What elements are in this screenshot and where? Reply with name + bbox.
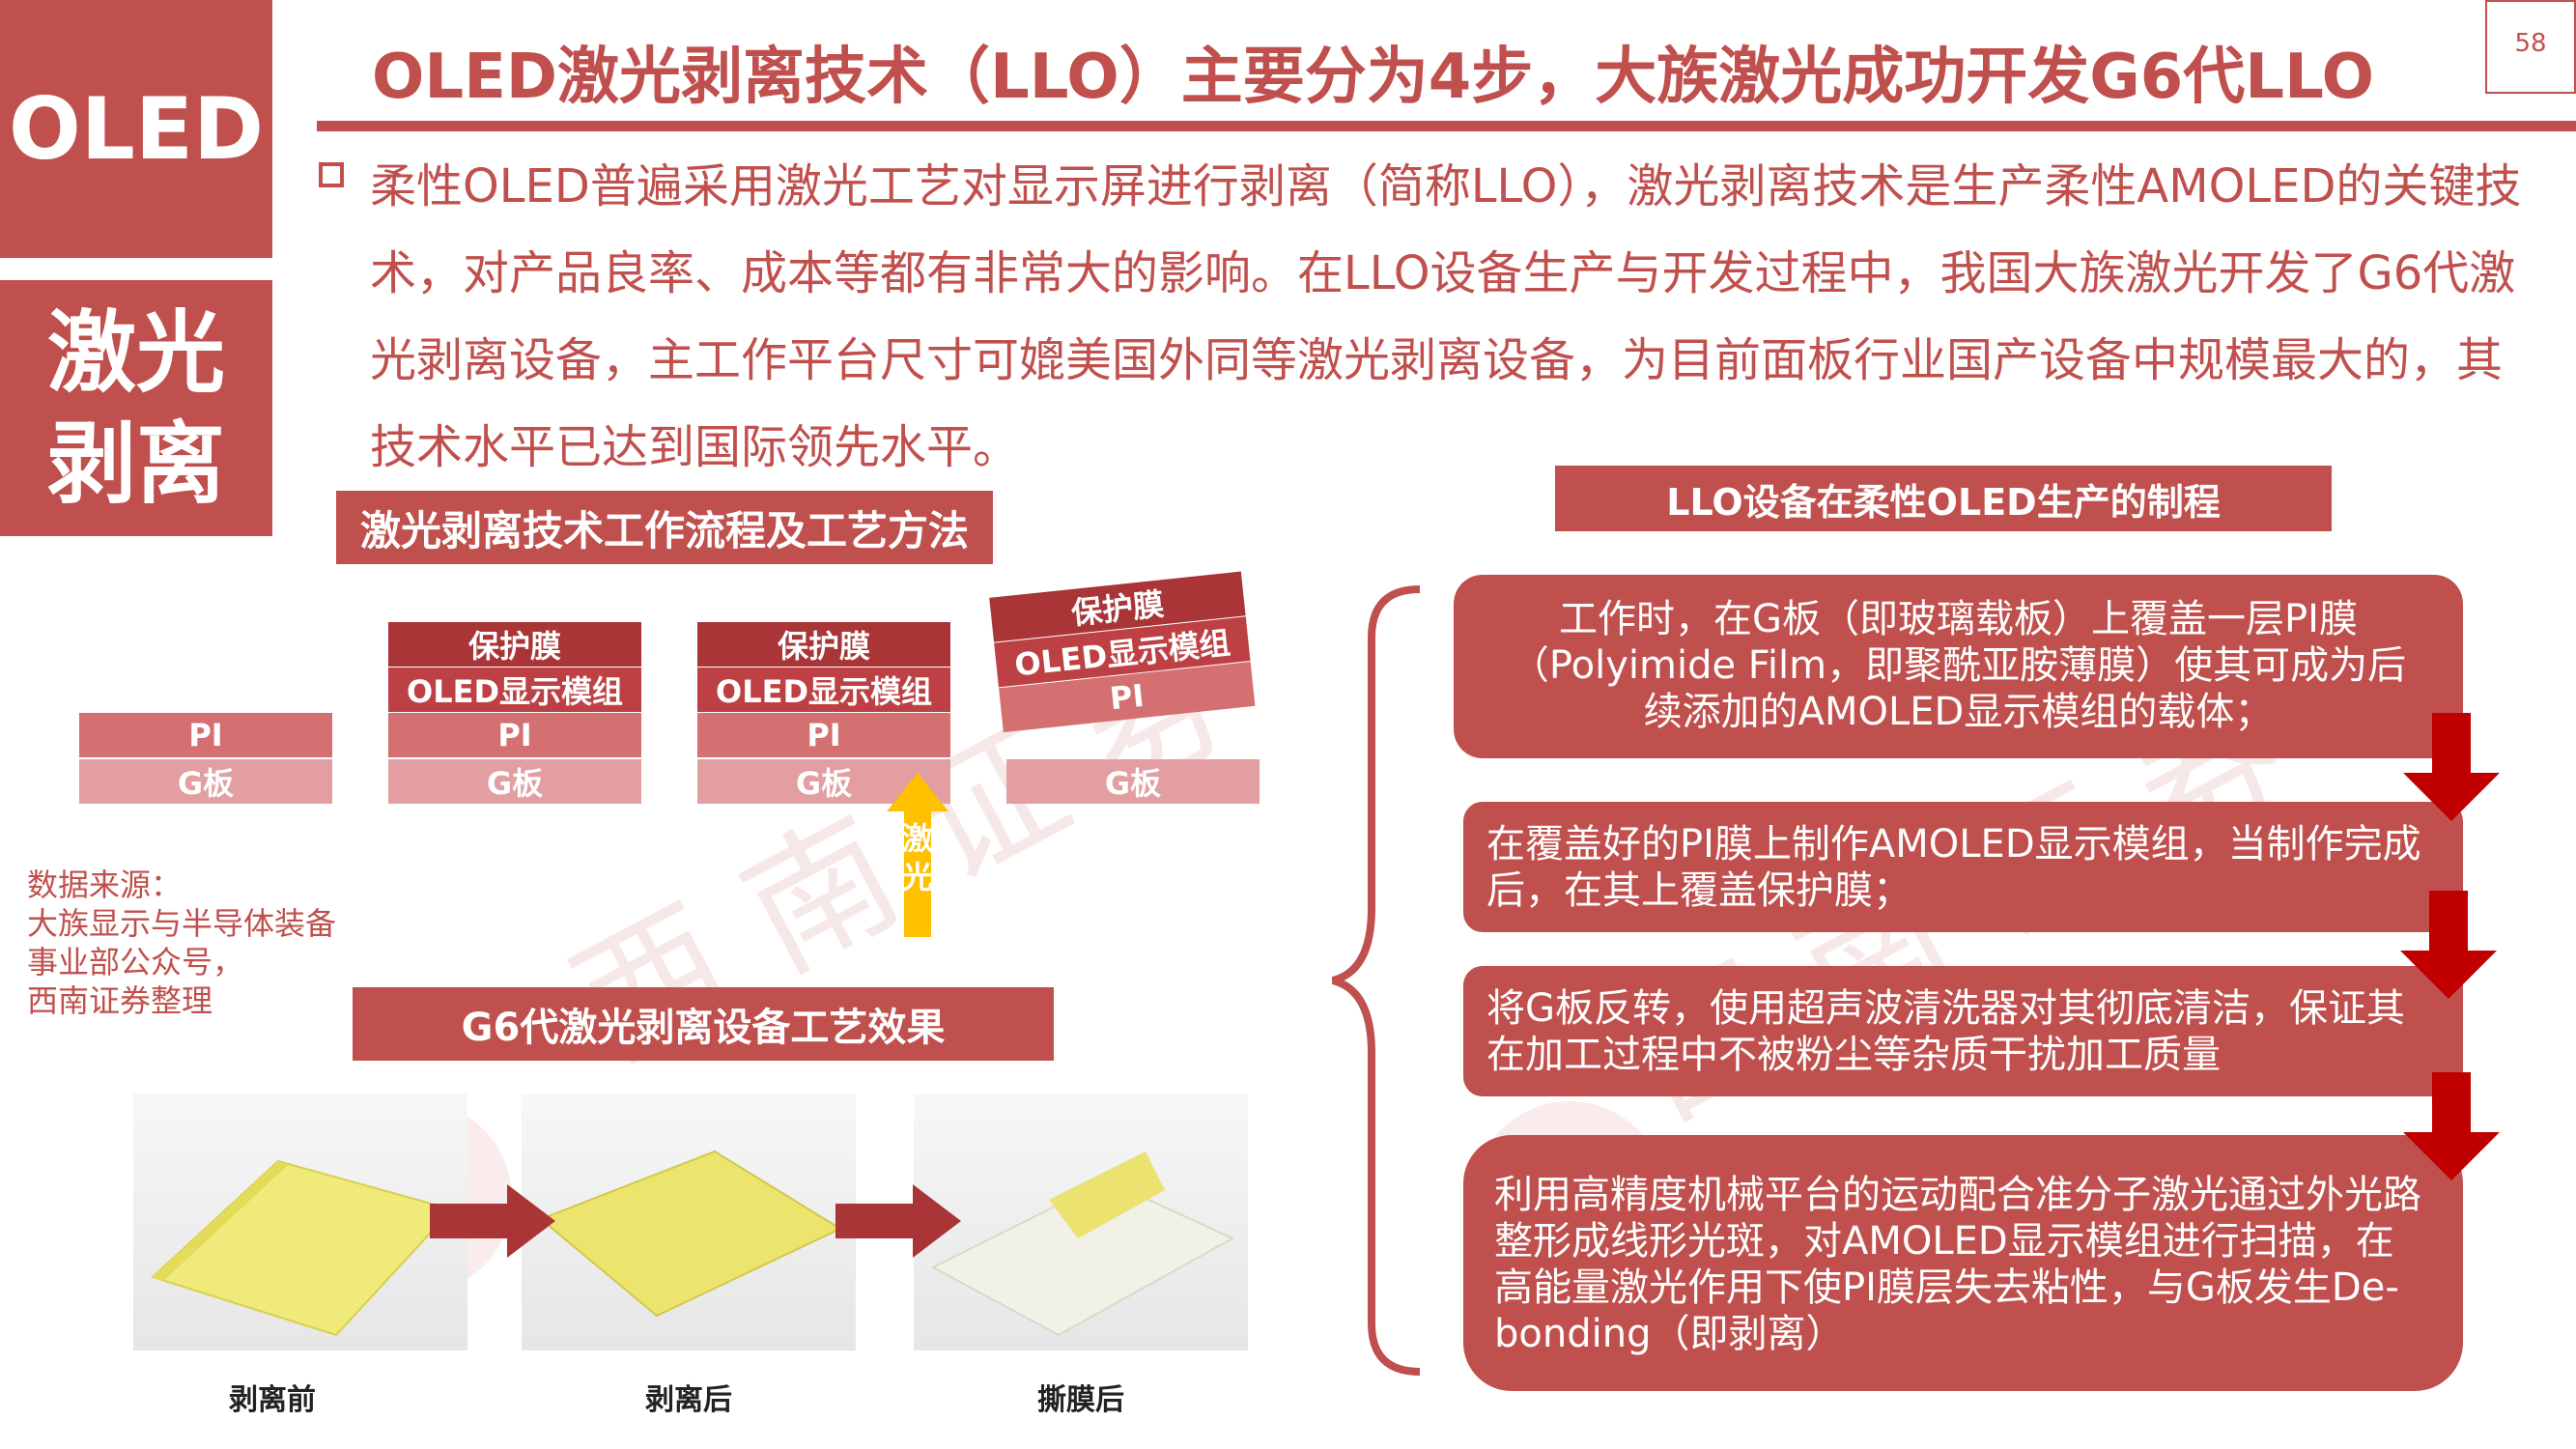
stack2-protective-film-layer: 保护膜 — [388, 622, 641, 667]
title-underline — [317, 121, 2576, 131]
caption-after-film-removal: 撕膜后 — [1037, 1383, 1124, 1417]
laser-up-arrow-icon — [887, 773, 948, 937]
stack3-oled-module-layer: OLED显示模组 — [697, 668, 950, 712]
intro-paragraph: 柔性OLED普遍采用激光工艺对显示屏进行剥离（简称LLO），激光剥离技术是生产柔… — [370, 159, 2522, 474]
down-arrow-icon-2 — [2400, 891, 2497, 999]
film-removed-image — [930, 1151, 1235, 1337]
stack2-pi-layer: PI — [388, 713, 641, 757]
stack1-pi-layer: PI — [79, 713, 332, 757]
process-step-1: 工作时，在G板（即玻璃载板）上覆盖一层PI膜（Polyimide Film，即聚… — [1454, 575, 2463, 758]
workflow-title-banner: 激光剥离技术工作流程及工艺方法 — [336, 491, 993, 564]
page-number: 58 — [2514, 29, 2547, 58]
caption-before-peel: 剥离前 — [229, 1383, 316, 1417]
laser-label-char-1: 激 — [901, 820, 933, 857]
photo-after-peel — [522, 1094, 856, 1350]
side-tab-line-1: 激光 — [46, 300, 225, 405]
effect-title-banner: G6代激光剥离设备工艺效果 — [353, 987, 1054, 1061]
caption-after-peel: 剥离后 — [645, 1383, 732, 1417]
source-line: 事业部公众号， — [27, 944, 244, 980]
bullet-square-icon — [319, 162, 344, 187]
photo-arrow-right-icon-2 — [835, 1184, 961, 1258]
stack4-tilted-group: 保护膜 OLED显示模组 PI — [989, 571, 1261, 761]
stack3-pi-layer: PI — [697, 713, 950, 757]
side-tab-line-2: 剥离 — [46, 412, 225, 516]
down-arrow-icon-3 — [2403, 1072, 2500, 1180]
stack2-oled-module-layer: OLED显示模组 — [388, 668, 641, 712]
source-line: 大族显示与半导体装备 — [27, 905, 337, 942]
page-title: OLED激光剥离技术（LLO）主要分为4步，大族激光成功开发G6代LLO — [372, 42, 2374, 113]
stack1-g-plate-layer: G板 — [79, 759, 332, 804]
stack3-protective-film-layer: 保护膜 — [697, 622, 950, 667]
down-arrow-icon — [2403, 713, 2500, 821]
page-number-box — [2485, 0, 2576, 94]
laser-label-char-2: 光 — [901, 859, 933, 895]
photo-arrow-right-icon — [430, 1184, 555, 1258]
photo-after-film-removal — [914, 1094, 1248, 1350]
side-tab-oled: OLED — [0, 0, 272, 258]
process-title-banner: LLO设备在柔性OLED生产的制程 — [1555, 466, 2332, 531]
process-step-3: 将G板反转，使用超声波清洗器对其彻底清洁，保证其在加工过程中不被粉尘等杂质干扰加… — [1463, 966, 2463, 1096]
process-step-2: 在覆盖好的PI膜上制作AMOLED显示模组，当制作完成后，在其上覆盖保护膜； — [1463, 802, 2463, 932]
data-source-note: 数据来源： 大族显示与半导体装备 事业部公众号， 西南证券整理 — [27, 866, 336, 1020]
source-line: 数据来源： — [27, 867, 183, 903]
source-line: 西南证券整理 — [27, 982, 213, 1019]
curly-brace-icon — [1331, 585, 1421, 1376]
process-step-4: 利用高精度机械平台的运动配合准分子激光通过外光路整形成线形光斑，对AMOLED显… — [1463, 1135, 2463, 1391]
photo-before-peel — [133, 1094, 467, 1350]
stack4-g-plate-layer: G板 — [1006, 759, 1260, 804]
stack2-g-plate-layer: G板 — [388, 759, 641, 804]
side-tab-laser-peel: 激光剥离 — [0, 280, 272, 536]
film-after-image — [539, 1150, 843, 1318]
film-before-image — [151, 1159, 454, 1337]
laser-label: 激光 — [887, 819, 948, 896]
